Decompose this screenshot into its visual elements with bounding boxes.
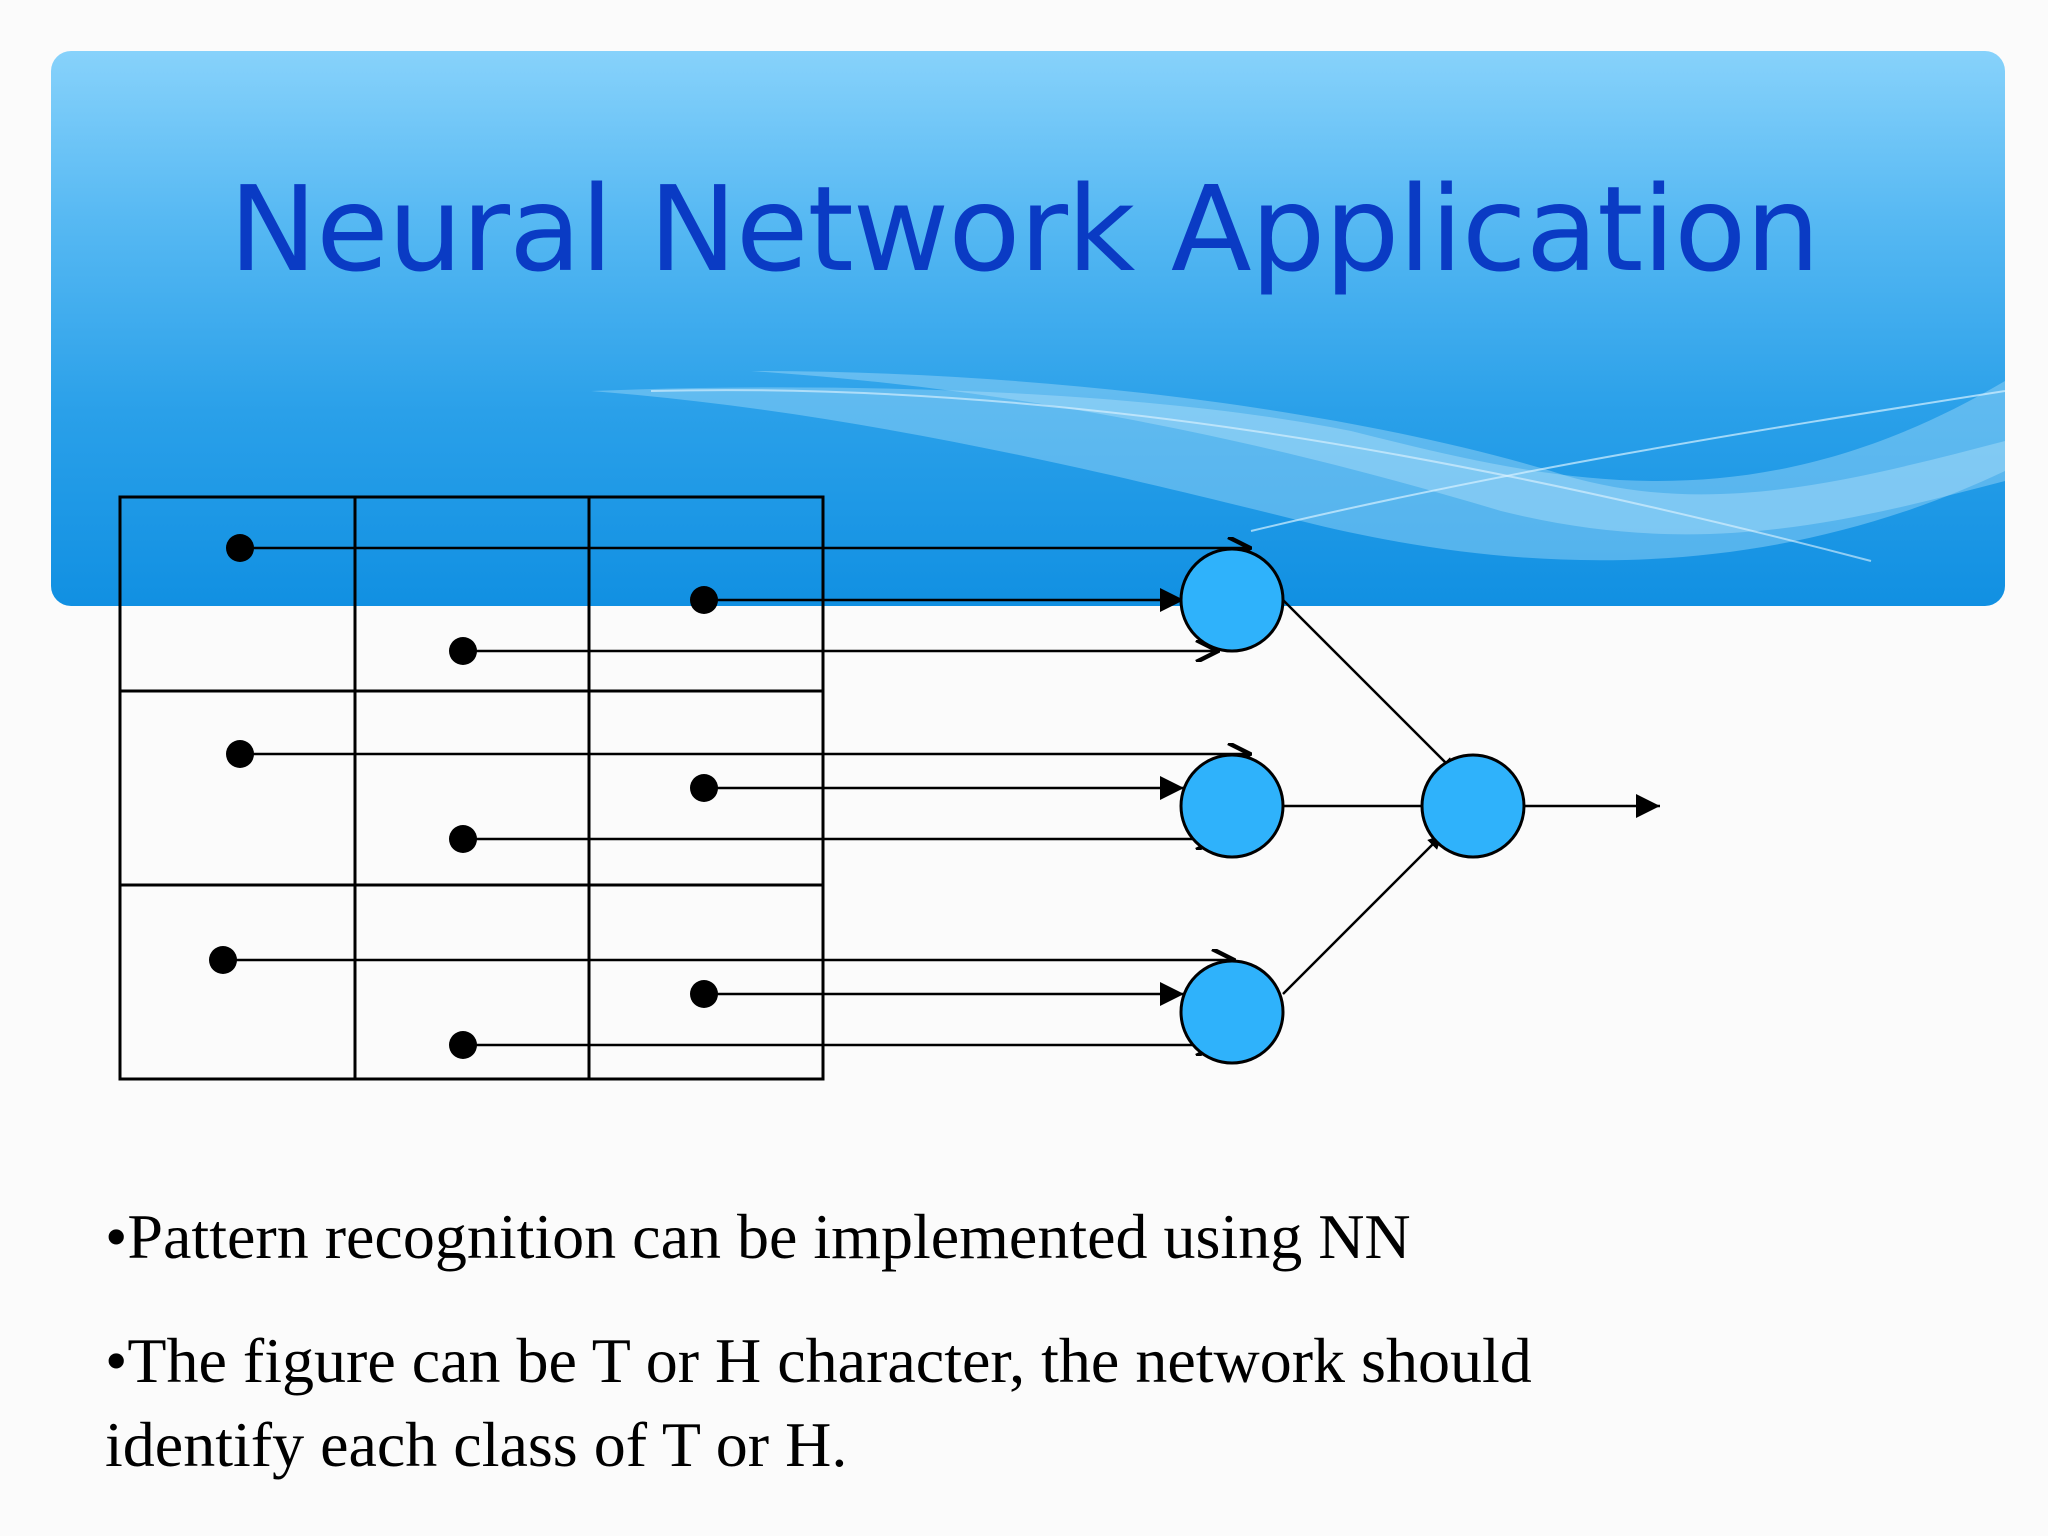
slide-title: Neural Network Application [228,160,1820,298]
bullet-item-2: •The figure can be T or H character, the… [105,1325,1532,1480]
output-neuron [1420,753,1526,859]
input-dots [209,534,718,1059]
hidden-to-output-connections [1282,599,1660,995]
title-banner [51,51,2005,606]
hidden-neuron-2 [1179,753,1285,859]
bullet-list: •Pattern recognition can be implemented … [105,1195,2005,1527]
banner-wave-decoration [591,371,2005,562]
hidden-neuron-3 [1179,959,1285,1065]
hidden-neurons [1179,547,1285,1065]
hidden-neuron-1 [1179,547,1285,653]
bullet-item-1: •Pattern recognition can be implemented … [105,1201,1411,1272]
input-connections [223,548,1248,1045]
